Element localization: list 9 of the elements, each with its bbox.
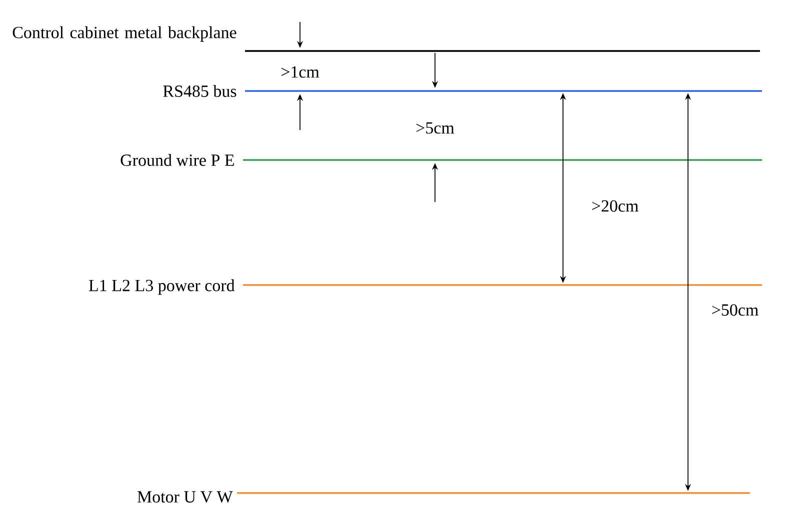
dimension-label: >50cm: [712, 304, 758, 316]
dimension-label: >20cm: [592, 200, 638, 212]
wire-label: Motor U V W: [137, 491, 233, 503]
wire-label: RS485 bus: [163, 85, 236, 97]
wire-label: Ground wire P E: [120, 154, 234, 166]
wire-label: Control cabinet metal backplane: [12, 26, 236, 42]
dimension-label: >1cm: [281, 66, 320, 78]
dimension-label: >5cm: [416, 122, 454, 134]
wire-label: L1 L2 L3 power cord: [88, 279, 235, 295]
